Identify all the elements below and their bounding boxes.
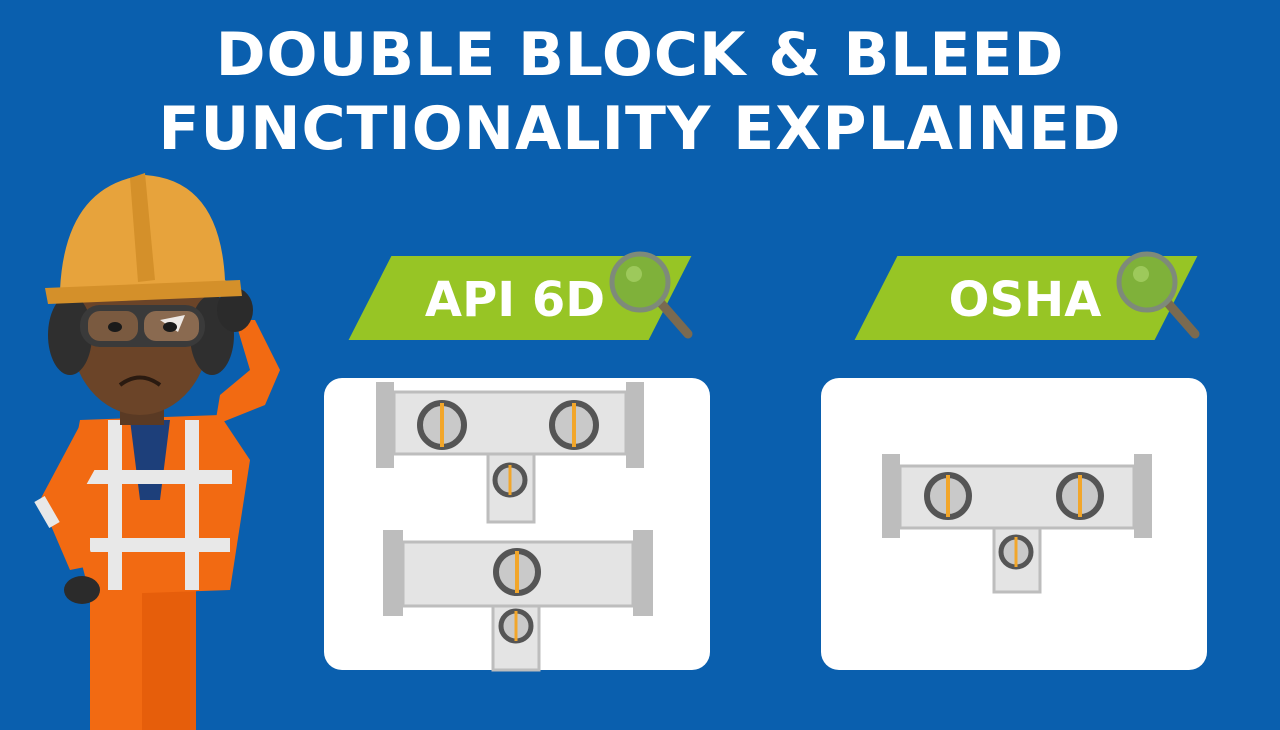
ear-muff-left bbox=[48, 295, 92, 375]
page-title-line-2: FUNCTIONALITY EXPLAINED bbox=[158, 94, 1122, 164]
worker-arm-hip bbox=[40, 425, 100, 570]
magnifying-glass-icon bbox=[609, 251, 693, 339]
worker-illustration bbox=[34, 173, 280, 730]
api-6d-tag-label: API 6D bbox=[424, 272, 606, 328]
worker-leg-right bbox=[142, 570, 196, 730]
worker-leg-left bbox=[90, 570, 148, 730]
osha-tag-label: OSHA bbox=[948, 272, 1102, 328]
valve-diagram-osha bbox=[882, 454, 1152, 594]
page-title-line-1: DOUBLE BLOCK & BLEED bbox=[215, 20, 1065, 90]
worker-arm-raised bbox=[215, 320, 280, 425]
valve-diagram-double-block bbox=[376, 382, 644, 524]
magnifying-glass-icon bbox=[1116, 251, 1200, 339]
worker-glove bbox=[64, 576, 100, 604]
valve-diagram-single-isolation bbox=[383, 530, 653, 672]
